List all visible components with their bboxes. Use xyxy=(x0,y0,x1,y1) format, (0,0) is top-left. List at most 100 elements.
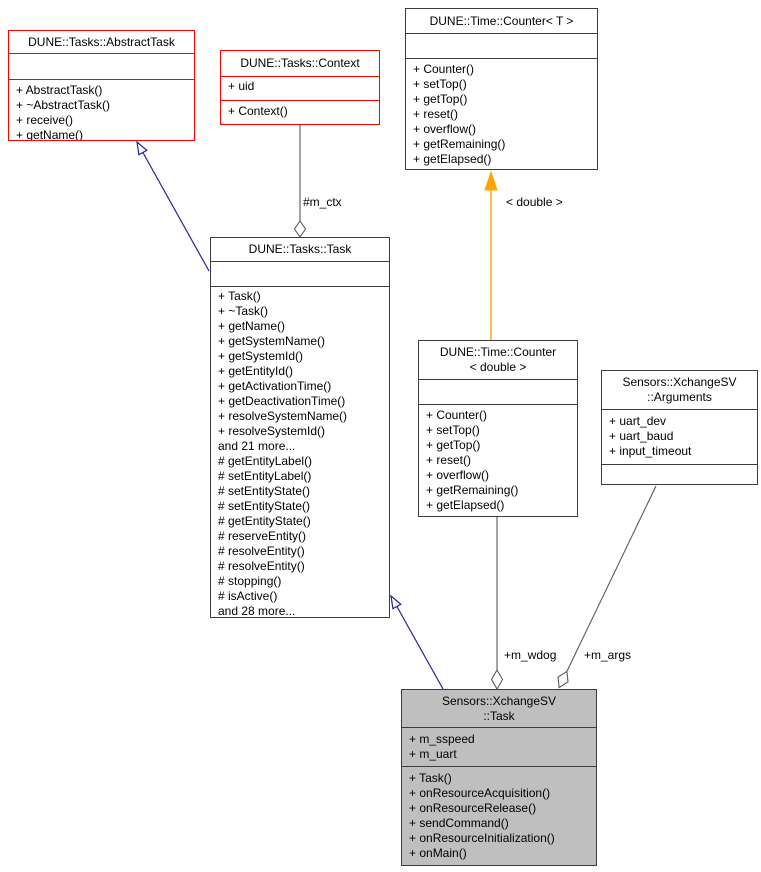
class-method: + getElapsed() xyxy=(413,152,492,166)
class-methods: + Counter()+ setTop()+ getTop()+ reset()… xyxy=(406,58,597,169)
class-method: # resolveEntity() xyxy=(218,559,305,573)
class-method: + getName() xyxy=(16,128,84,140)
edge-aggregation-m-args: +m_args xyxy=(557,485,657,689)
class-title: Sensors::XchangeSV::Task xyxy=(402,690,596,727)
class-method: + AbstractTask() xyxy=(16,83,103,97)
inheritance-line xyxy=(396,606,444,690)
class-method: + getSystemName() xyxy=(218,334,326,348)
class-method: + sendCommand() xyxy=(409,816,509,830)
class-title-line: DUNE::Tasks::AbstractTask xyxy=(28,34,175,49)
class-title: DUNE::Tasks::AbstractTask xyxy=(9,31,194,53)
class-method: + getActivationTime() xyxy=(218,379,332,393)
class-method: # setEntityLabel() xyxy=(218,469,312,483)
class-method: + Counter() xyxy=(413,62,475,76)
class-box-counter-double[interactable]: DUNE::Time::Counter< double > + Counter(… xyxy=(418,340,578,517)
edge-aggregation-m-ctx: #m_ctx xyxy=(293,125,342,238)
class-box-arguments[interactable]: Sensors::XchangeSV::Arguments + uart_dev… xyxy=(601,370,758,485)
hollow-arrowhead-icon xyxy=(136,140,148,156)
class-attributes xyxy=(9,53,194,79)
class-methods xyxy=(602,464,757,484)
class-method: # getEntityState() xyxy=(218,514,311,528)
inheritance-line xyxy=(142,152,210,272)
class-method: + receive() xyxy=(16,113,74,127)
class-attribute: + m_sspeed xyxy=(409,732,475,746)
hollow-diamond-icon xyxy=(557,670,569,689)
class-method: + resolveSystemName() xyxy=(218,409,348,423)
class-attribute: + input_timeout xyxy=(609,444,692,458)
class-title-line: Sensors::XchangeSV xyxy=(622,375,737,389)
class-box-xchange-task[interactable]: Sensors::XchangeSV::Task + m_sspeed+ m_u… xyxy=(401,689,597,866)
class-title-line: ::Task xyxy=(483,708,515,723)
class-method: # setEntityState() xyxy=(218,499,311,513)
class-method: # stopping() xyxy=(218,574,282,588)
class-method: # reserveEntity() xyxy=(218,529,307,543)
hollow-arrowhead-icon xyxy=(390,594,402,610)
hollow-diamond-icon xyxy=(293,220,307,238)
class-attributes: + m_sspeed+ m_uart xyxy=(402,727,596,766)
class-attribute: + uart_dev xyxy=(609,414,667,428)
class-attribute: + uart_baud xyxy=(609,429,674,443)
class-method: + Context() xyxy=(228,104,288,118)
edge-aggregation-m-wdog: +m_wdog xyxy=(490,517,556,691)
class-method: + ~Task() xyxy=(218,304,269,318)
class-method: and 21 more... xyxy=(218,439,296,453)
class-method: + onMain() xyxy=(409,846,467,860)
class-method: + getTop() xyxy=(413,92,468,106)
class-method: + onResourceAcquisition() xyxy=(409,786,551,800)
filled-arrowhead-icon xyxy=(484,170,498,191)
class-method: + reset() xyxy=(413,107,459,121)
class-attributes: + uid xyxy=(221,76,379,100)
class-title: DUNE::Time::Counter< T > xyxy=(406,9,597,33)
class-method: + Task() xyxy=(409,771,452,785)
class-methods: + Context() xyxy=(221,100,379,124)
edge-label-m-ctx: #m_ctx xyxy=(303,195,342,209)
class-method: + ~AbstractTask() xyxy=(16,98,111,112)
class-method: + getRemaining() xyxy=(426,483,519,497)
class-method: and 28 more... xyxy=(218,604,296,617)
class-title-line: DUNE::Time::Counter xyxy=(439,345,557,359)
edge-label-double: < double > xyxy=(506,195,563,209)
class-method: # resolveEntity() xyxy=(218,544,305,558)
class-attribute: + uid xyxy=(228,79,255,93)
class-method: + reset() xyxy=(426,453,472,467)
class-methods: + Task()+ onResourceAcquisition()+ onRes… xyxy=(402,766,596,865)
class-title: Sensors::XchangeSV::Arguments xyxy=(602,371,757,409)
edge-label-m-args: +m_args xyxy=(584,648,631,662)
class-method: + setTop() xyxy=(426,423,480,437)
class-title-line: Sensors::XchangeSV xyxy=(441,693,557,708)
class-method: # isActive() xyxy=(218,589,278,603)
class-method: + getDeactivationTime() xyxy=(218,394,346,408)
class-method: + getRemaining() xyxy=(413,137,506,151)
class-attributes xyxy=(419,379,577,404)
class-box-context[interactable]: DUNE::Tasks::Context + uid + Context() xyxy=(220,50,380,125)
class-method: + Counter() xyxy=(426,408,488,422)
class-box-abstract-task[interactable]: DUNE::Tasks::AbstractTask + AbstractTask… xyxy=(8,30,195,141)
class-attributes xyxy=(406,33,597,58)
class-method: # setEntityState() xyxy=(218,484,311,498)
class-method: + getName() xyxy=(218,319,286,333)
class-method: + overflow() xyxy=(413,122,477,136)
class-methods: + AbstractTask()+ ~AbstractTask()+ recei… xyxy=(9,79,194,140)
edge-inheritance-xchangetask-to-task xyxy=(390,594,444,690)
edge-template-instantiation-double: < double > xyxy=(484,170,563,340)
member-line xyxy=(566,485,657,672)
class-attribute: + m_uart xyxy=(409,747,457,761)
class-title-line: DUNE::Tasks::Context xyxy=(240,56,360,70)
class-title-line: < double > xyxy=(469,360,527,374)
class-method: + Task() xyxy=(218,289,261,303)
class-method: + onResourceRelease() xyxy=(409,801,537,815)
class-method: + getTop() xyxy=(426,438,481,452)
class-method: + onResourceInitialization() xyxy=(409,831,555,845)
class-methods: + Task()+ ~Task()+ getName()+ getSystemN… xyxy=(211,286,389,617)
class-title: DUNE::Time::Counter< double > xyxy=(419,341,577,379)
class-attributes: + uart_dev+ uart_baud+ input_timeout xyxy=(602,409,757,464)
class-title-line: ::Arguments xyxy=(647,390,712,404)
class-methods: + Counter()+ setTop()+ getTop()+ reset()… xyxy=(419,404,577,516)
class-method: + getEntityId() xyxy=(218,364,294,378)
class-box-counter-t[interactable]: DUNE::Time::Counter< T > + Counter()+ se… xyxy=(405,8,598,170)
class-title-line: DUNE::Tasks::Task xyxy=(248,242,352,256)
class-method: + overflow() xyxy=(426,468,490,482)
class-box-task[interactable]: DUNE::Tasks::Task + Task()+ ~Task()+ get… xyxy=(210,237,390,618)
